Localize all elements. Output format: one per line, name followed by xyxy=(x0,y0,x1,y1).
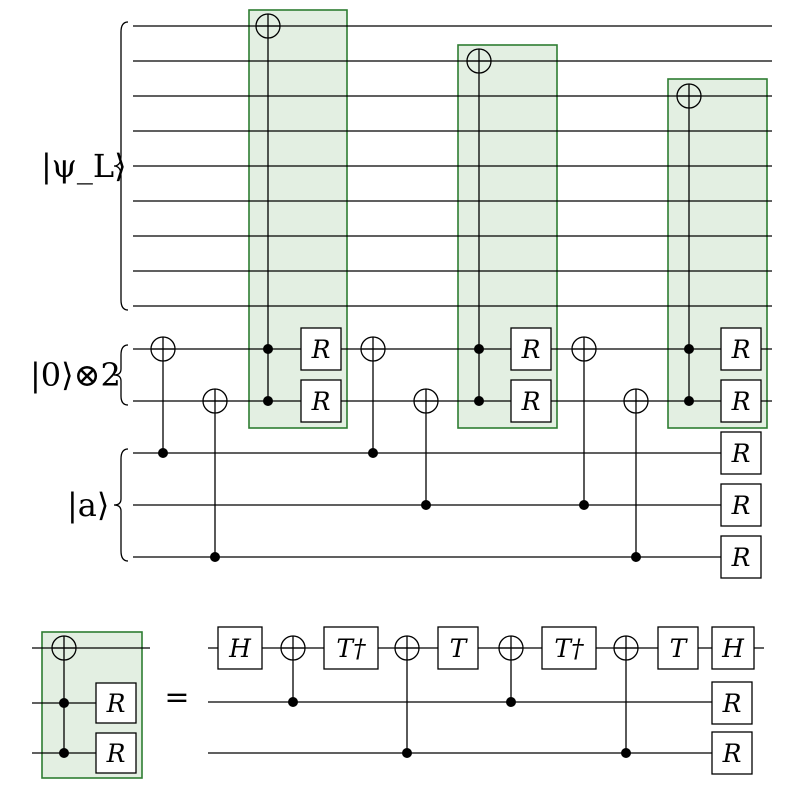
r-gate: R xyxy=(300,379,342,423)
brace-ancilla-zero xyxy=(113,344,129,406)
svg-text:H: H xyxy=(721,634,745,663)
r-gate: R xyxy=(95,732,137,774)
toffoli-gate xyxy=(466,48,492,406)
h-gate: H xyxy=(217,626,263,670)
label-ancilla-a: |a⟩ xyxy=(67,486,109,524)
cnot-gate xyxy=(623,388,649,562)
h-gate: H xyxy=(711,626,755,670)
r-gate: R xyxy=(711,731,753,775)
r-gate: R xyxy=(95,682,137,724)
r-gate: R xyxy=(720,431,762,475)
svg-text:T: T xyxy=(670,634,689,663)
svg-text:R: R xyxy=(106,689,126,718)
r-gate: R xyxy=(720,327,762,371)
cnot-gate xyxy=(280,635,306,707)
svg-text:T†: T† xyxy=(554,634,584,663)
cnot-gate xyxy=(394,635,420,758)
svg-text:R: R xyxy=(731,387,751,416)
svg-text:R: R xyxy=(722,689,742,718)
cnot-gate xyxy=(571,336,597,510)
t-dagger-gate: T† xyxy=(323,626,379,670)
toffoli-gate xyxy=(676,83,702,406)
cnot-gate xyxy=(150,336,176,458)
cnot-gate xyxy=(613,635,639,758)
svg-text:R: R xyxy=(106,739,126,768)
brace-logical xyxy=(113,21,129,311)
svg-text:R: R xyxy=(521,387,541,416)
r-gate: R xyxy=(300,327,342,371)
label-logical: |ψ_L⟩ xyxy=(41,147,127,185)
cnot-gate xyxy=(498,635,524,707)
svg-text:R: R xyxy=(311,335,331,364)
cnot-gate xyxy=(360,336,386,458)
r-gate: R xyxy=(720,379,762,423)
svg-text:R: R xyxy=(521,335,541,364)
r-gate: R xyxy=(510,327,552,371)
t-gate: T xyxy=(437,626,479,670)
r-gate: R xyxy=(720,535,762,579)
toffoli-gate xyxy=(51,635,77,758)
cnot-gate xyxy=(202,388,228,562)
svg-text:H: H xyxy=(228,634,252,663)
t-dagger-gate: T† xyxy=(541,626,597,670)
svg-text:T†: T† xyxy=(336,634,366,663)
toffoli-gate xyxy=(255,13,281,406)
svg-text:R: R xyxy=(731,439,751,468)
svg-text:R: R xyxy=(731,491,751,520)
t-gate: T xyxy=(657,626,699,670)
label-ancilla-zero: |0⟩⊗2 xyxy=(30,356,121,394)
svg-text:R: R xyxy=(731,335,751,364)
equals-sign: = xyxy=(164,680,189,715)
r-gate: R xyxy=(510,379,552,423)
cnot-gate xyxy=(413,388,439,510)
ancilla-zero-wires xyxy=(133,348,772,402)
r-gate: R xyxy=(720,483,762,527)
r-gate: R xyxy=(711,681,753,725)
svg-text:R: R xyxy=(311,387,331,416)
brace-ancilla-a xyxy=(113,448,129,562)
svg-text:T: T xyxy=(450,634,469,663)
svg-text:R: R xyxy=(731,543,751,572)
svg-text:R: R xyxy=(722,739,742,768)
logical-register-wires xyxy=(133,25,772,307)
